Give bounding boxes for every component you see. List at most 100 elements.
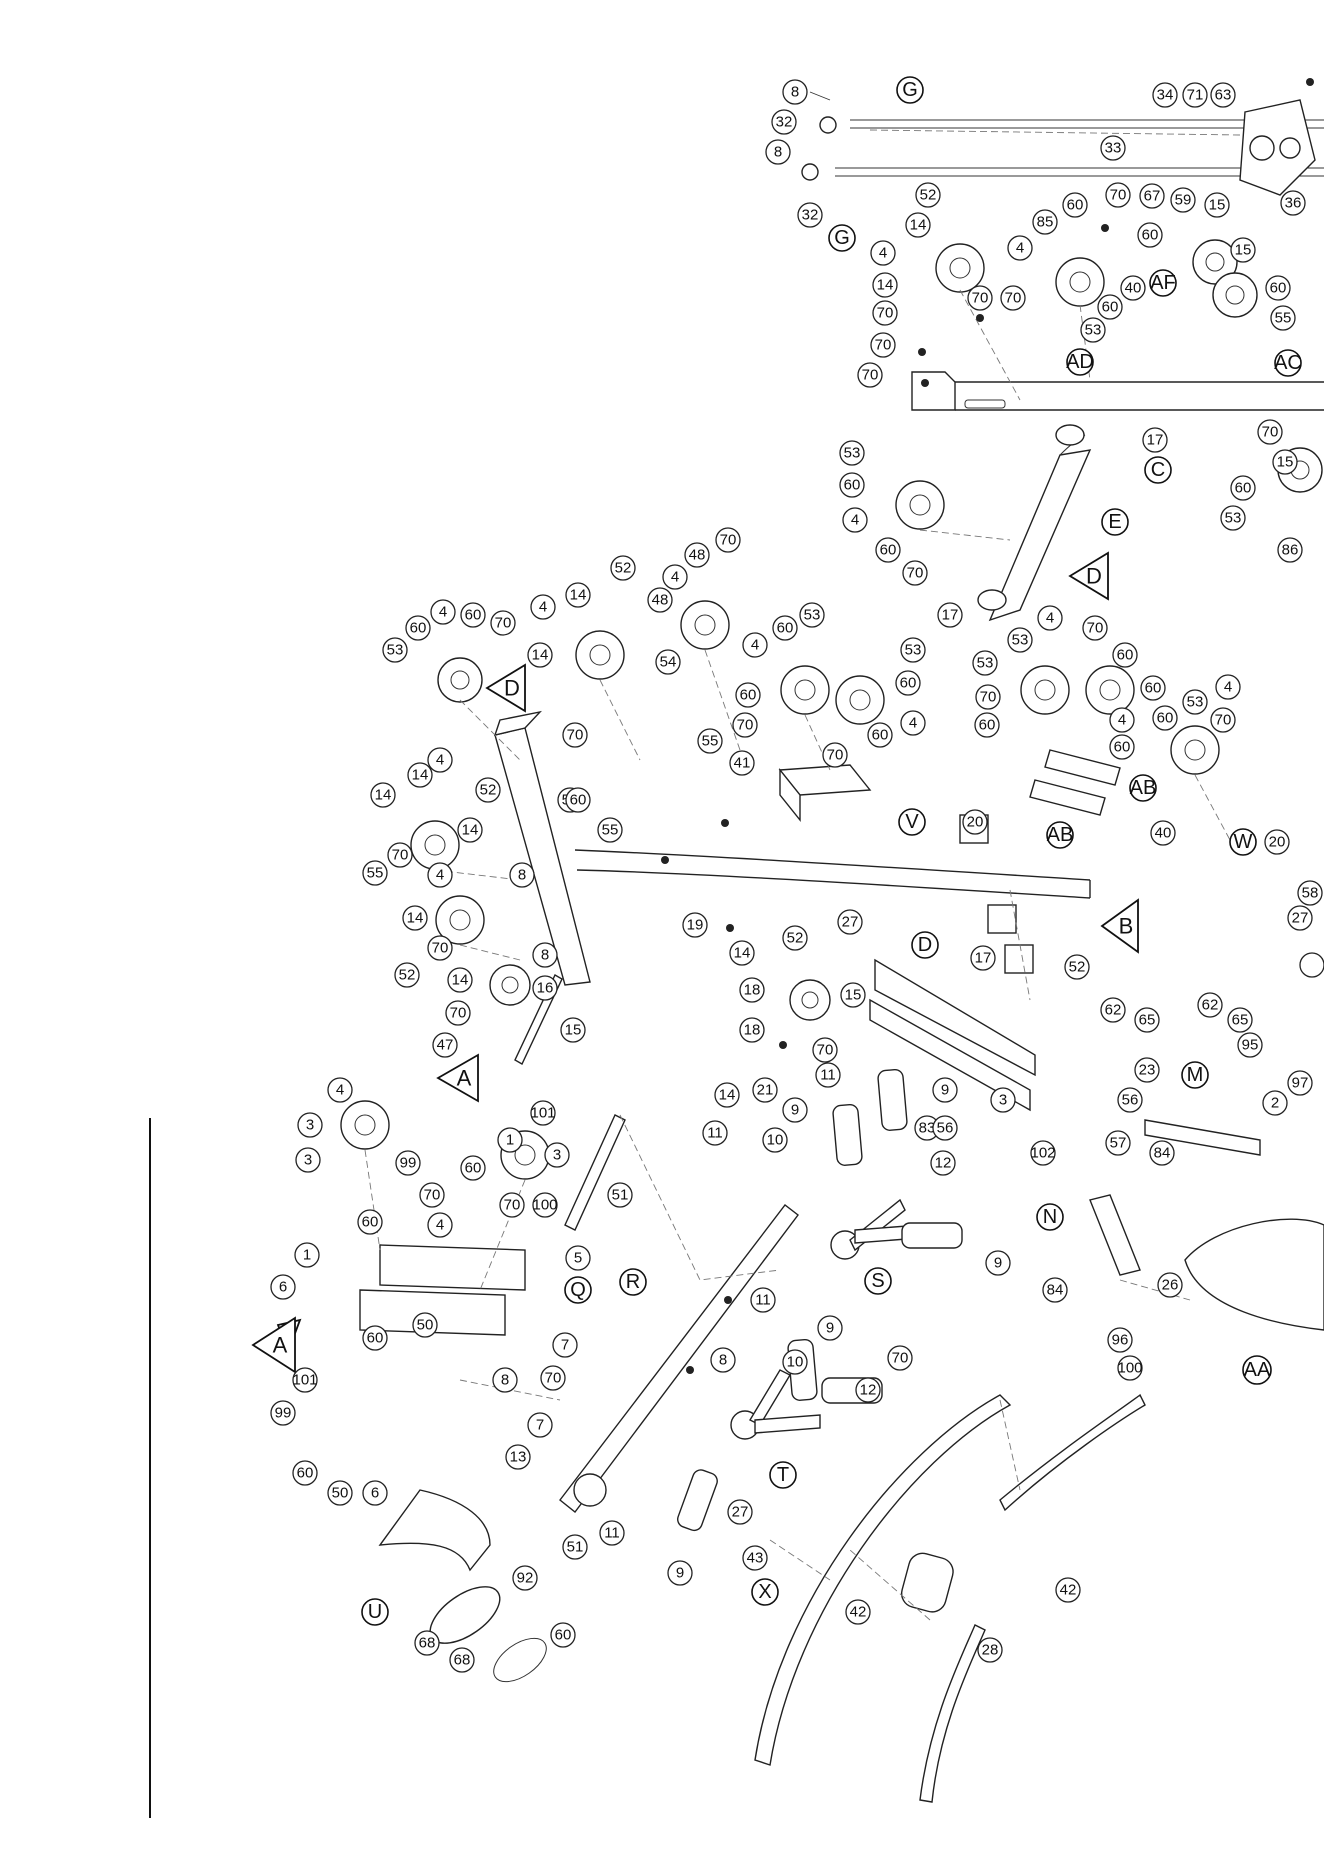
letter-label: Q (570, 1279, 586, 1301)
triangle-label: D (1086, 564, 1102, 589)
callout: 70 (562, 722, 588, 748)
triangle-callout-A-1: A (251, 1316, 302, 1374)
callout: 10 (762, 1127, 788, 1153)
part-number-label: 42 (850, 1604, 867, 1621)
part-number-label: 48 (689, 547, 706, 564)
callout: 70 (822, 742, 848, 768)
callout: 4 (327, 1077, 353, 1103)
callout: 67 (1139, 183, 1165, 209)
part-number-label: 70 (827, 747, 844, 764)
part-number-label: 60 (1102, 299, 1119, 316)
callout: 16 (532, 975, 558, 1001)
part-number-label: 4 (336, 1082, 344, 1099)
letter-callout-M: M (1181, 1061, 1209, 1089)
callout: 60 (1140, 675, 1166, 701)
callout: 70 (1257, 419, 1283, 445)
callout: 8 (710, 1347, 736, 1373)
letter-callout-AD: AD (1066, 348, 1094, 376)
callout: 60 (550, 1622, 576, 1648)
part-number-label: 70 (392, 847, 409, 864)
callout: 60 (1097, 294, 1123, 320)
callout: 52 (610, 555, 636, 581)
callout: 56 (932, 1115, 958, 1141)
part-number-label: 17 (942, 607, 959, 624)
callout: 83 (914, 1115, 940, 1141)
part-number-label: 15 (1277, 454, 1294, 471)
callout: 4 (427, 1212, 453, 1238)
callout: 33 (1100, 135, 1126, 161)
callout: 56 (1117, 1087, 1143, 1113)
callout: 70 (499, 1192, 525, 1218)
part-number-label: 2 (1271, 1095, 1279, 1112)
callout: 55 (597, 817, 623, 843)
part-number-label: 60 (1157, 710, 1174, 727)
letter-label: G (834, 227, 850, 249)
callout: 68 (414, 1630, 440, 1656)
part-number-label: 86 (1282, 542, 1299, 559)
part-number-label: 70 (892, 1350, 909, 1367)
part-number-label: 28 (982, 1642, 999, 1659)
letter-label: T (777, 1464, 789, 1486)
part-number-label: 18 (744, 982, 761, 999)
part-number-label: 50 (332, 1485, 349, 1502)
part-number-label: 15 (1209, 197, 1226, 214)
callout: 86 (1277, 537, 1303, 563)
part-number-label: 53 (1012, 632, 1029, 649)
callout: 60 (1230, 475, 1256, 501)
callout: 3 (295, 1147, 321, 1173)
part-number-label: 68 (454, 1652, 471, 1669)
callout: 4 (842, 507, 868, 533)
callout: 65 (1227, 1007, 1253, 1033)
fastener-dots (661, 78, 1314, 1374)
letter-label: R (626, 1271, 640, 1293)
part-number-label: 11 (820, 1067, 836, 1084)
part-number-label: 97 (1292, 1075, 1309, 1092)
callout: 27 (837, 909, 863, 935)
part-number-label: 8 (719, 1352, 727, 1369)
callout: 55 (1270, 305, 1296, 331)
callout: 23 (1134, 1057, 1160, 1083)
letter-label: AB (1130, 777, 1157, 799)
part-number-label: 11 (755, 1292, 771, 1309)
callout: 6 (362, 1480, 388, 1506)
letter-label: AD (1066, 351, 1094, 373)
callout: 41 (729, 750, 755, 776)
callout: 70 (419, 1182, 445, 1208)
callout: 70 (1210, 707, 1236, 733)
part-number-label: 52 (1069, 959, 1086, 976)
part-number-label: 62 (1202, 997, 1219, 1014)
part-number-label: 4 (1118, 712, 1126, 729)
callout: 20 (1264, 829, 1290, 855)
triangle-label: A (273, 1333, 288, 1358)
letter-label: E (1108, 511, 1121, 533)
letter-callout-AC: AC (1274, 349, 1302, 377)
part-number-label: 20 (1269, 834, 1286, 851)
callout: 4 (430, 599, 456, 625)
part-number-label: 9 (941, 1082, 949, 1099)
callout: 19 (682, 912, 708, 938)
letter-callout-AB-1: AB (1129, 774, 1157, 802)
part-number-label: 19 (687, 917, 704, 934)
part-number-label: 52 (399, 967, 416, 984)
callout: 70 (1000, 285, 1026, 311)
callout: 70 (540, 1365, 566, 1391)
part-number-label: 55 (702, 733, 719, 750)
callout: 11 (750, 1287, 776, 1313)
callout: 60 (839, 472, 865, 498)
callout: 55 (697, 728, 723, 754)
part-number-label: 60 (465, 607, 482, 624)
callout: 52 (915, 182, 941, 208)
part-number-label: 60 (900, 675, 917, 692)
callout: 8 (509, 862, 535, 888)
callout: 14 (457, 817, 483, 843)
callout: 18 (739, 977, 765, 1003)
callout: 47 (432, 1032, 458, 1058)
callout: 51 (562, 1534, 588, 1560)
letter-callout-X: X (751, 1578, 779, 1606)
callout: 60 (357, 1209, 383, 1235)
callout: 1 (294, 1242, 320, 1268)
callout: 14 (370, 782, 396, 808)
letter-callout-G-top: G (896, 76, 924, 104)
part-number-label: 70 (980, 689, 997, 706)
part-number-label: 9 (791, 1102, 799, 1119)
